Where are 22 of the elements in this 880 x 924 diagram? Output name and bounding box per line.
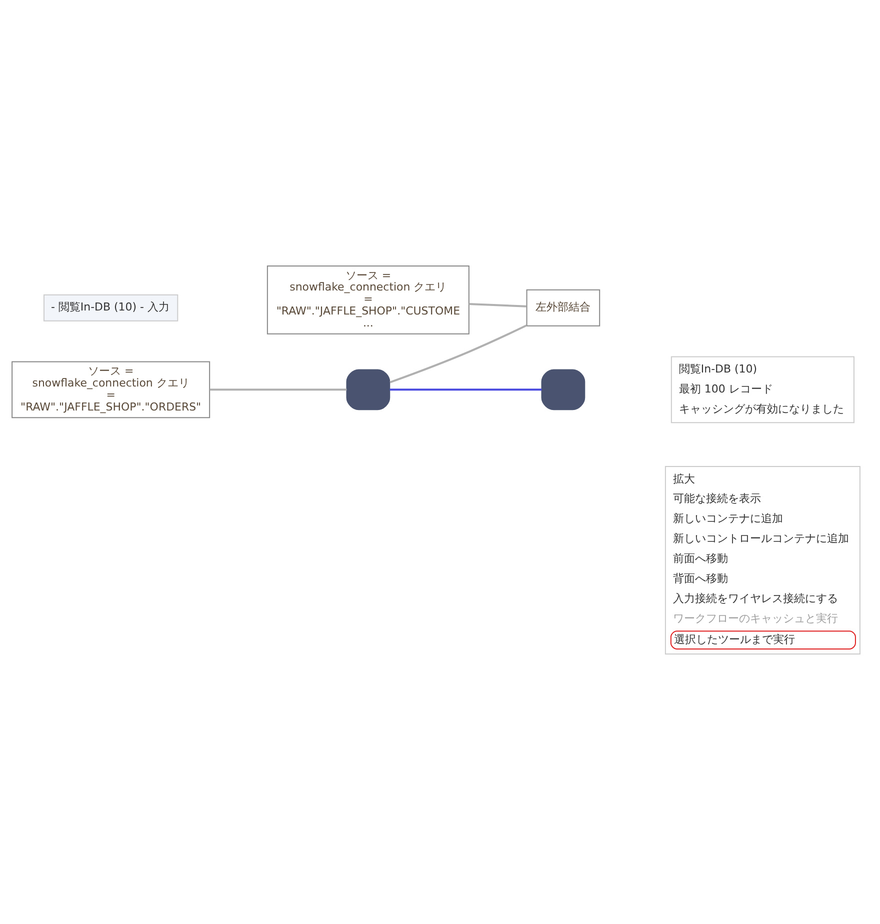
node-box: ソース = snowflake_connection クエリ = "RAW"."JAFFLE_SHOP"."ORDERS" [12, 361, 210, 418]
label: 選択したツールまで実行 [674, 632, 795, 646]
label: 前面へ移動 [672, 552, 728, 566]
label: 入力接続をワイヤレス接続にする [672, 592, 838, 605]
label: 拡大 [672, 472, 695, 486]
connector [390, 388, 542, 391]
label: ワークフローのキャッシュと実行 [672, 612, 838, 625]
connector [210, 388, 347, 391]
node-box: 左外部結合 [526, 289, 600, 326]
label: 新しいコントロールコンテナに追加 [672, 532, 849, 546]
label: 最初 100 レコード [678, 382, 773, 396]
label: キャッシングが有効になりました [678, 402, 844, 416]
node-box: ソース = snowflake_connection クエリ = "RAW"."JAFFLE_SHOP"."CUSTOME ... [266, 266, 470, 334]
node-box [346, 369, 390, 410]
connector [469, 303, 527, 308]
label: 背面へ移動 [672, 572, 728, 585]
label: - 閲覧In-DB (10) - 入力 [50, 300, 170, 314]
connector [390, 324, 528, 384]
label: 閲覧In-DB (10) [678, 362, 758, 376]
label: 新しいコンテナに追加 [672, 512, 783, 526]
node-box [541, 369, 586, 410]
label: 可能な接続を表示 [672, 492, 761, 506]
